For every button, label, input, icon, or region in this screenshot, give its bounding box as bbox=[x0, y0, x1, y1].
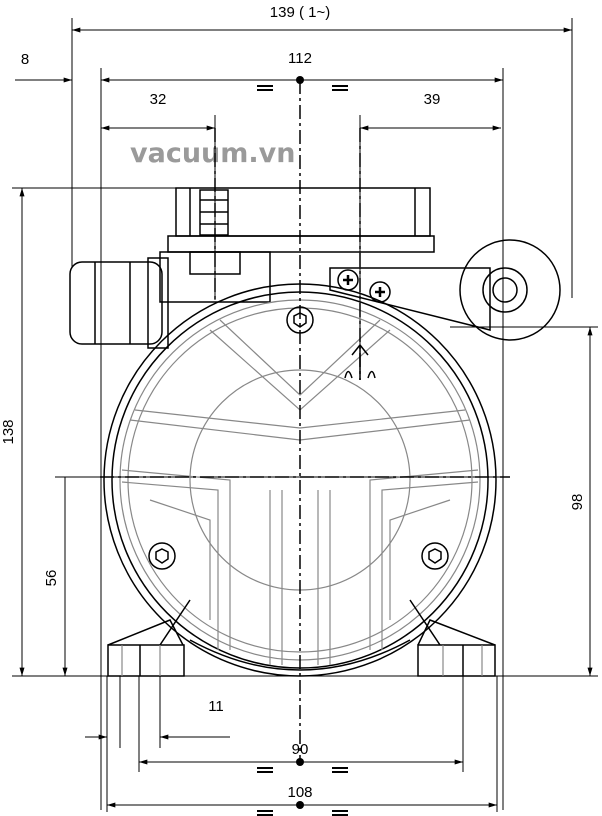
dim-handle-height: 98 bbox=[569, 494, 586, 511]
symmetry-marks bbox=[257, 76, 348, 816]
watermark: vacuum.vn bbox=[130, 138, 295, 169]
dim-center-height: 56 bbox=[43, 570, 60, 587]
dim-overall-width: 139 ( 1~) bbox=[270, 4, 330, 21]
dim-right-port: 39 bbox=[424, 91, 441, 108]
screws bbox=[148, 306, 449, 570]
housing-base-arc bbox=[189, 639, 411, 671]
terminal-box bbox=[159, 187, 435, 303]
dim-body-width: 112 bbox=[288, 50, 312, 67]
dim-left-port: 32 bbox=[150, 91, 167, 108]
foot-right bbox=[409, 599, 496, 677]
handle bbox=[329, 239, 561, 341]
cable-gland bbox=[69, 257, 169, 349]
dim-foot-width: 108 bbox=[287, 784, 312, 801]
extension-lines bbox=[12, 18, 598, 812]
foot-left bbox=[107, 599, 191, 677]
dim-height: 138 bbox=[0, 419, 17, 444]
dim-offset: 8 bbox=[21, 51, 29, 68]
dim-foot-slot: 11 bbox=[208, 698, 224, 715]
